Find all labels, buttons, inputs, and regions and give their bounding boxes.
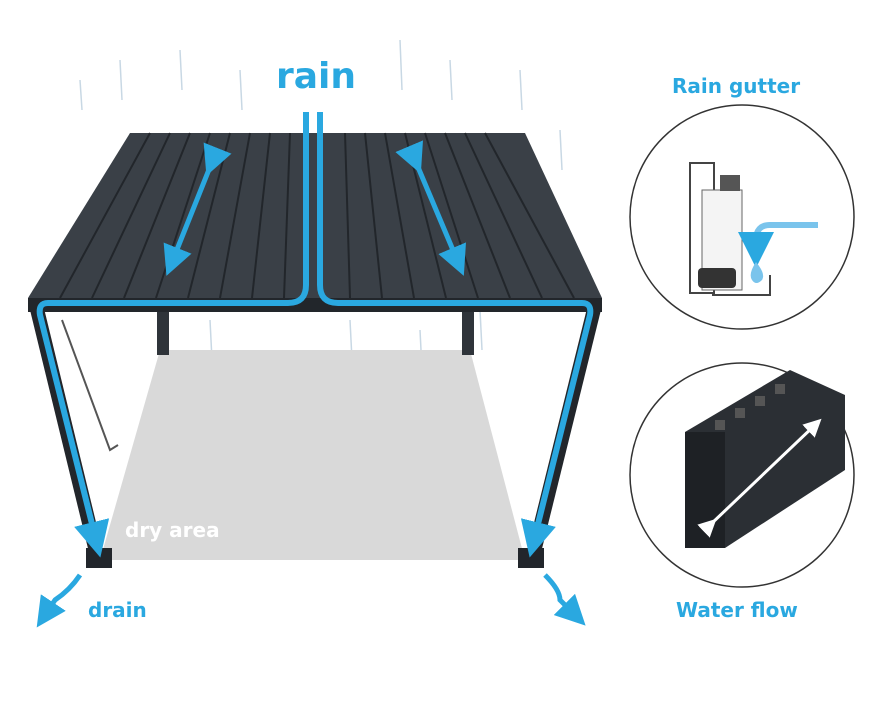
roof-flow-arrows	[163, 140, 466, 276]
rain-label: rain	[276, 56, 357, 97]
dry-area-label: dry area	[125, 518, 220, 542]
dry-area	[100, 350, 525, 560]
drain-arrow-left	[36, 573, 83, 628]
crank-handle	[61, 319, 119, 452]
back-legs	[157, 305, 474, 355]
water-channel	[36, 112, 594, 558]
water-flow-label: Water flow	[676, 598, 798, 622]
drain-arrow-right	[543, 573, 586, 626]
rain-gutter-detail	[629, 104, 855, 330]
water-drop-icon	[750, 262, 764, 283]
drain-label: drain	[88, 598, 147, 622]
roof	[28, 132, 602, 312]
leg-foot-left	[86, 548, 112, 568]
leg-foot-right	[518, 548, 544, 568]
rain-gutter-label: Rain gutter	[672, 74, 801, 98]
water-flow-detail	[629, 362, 855, 588]
